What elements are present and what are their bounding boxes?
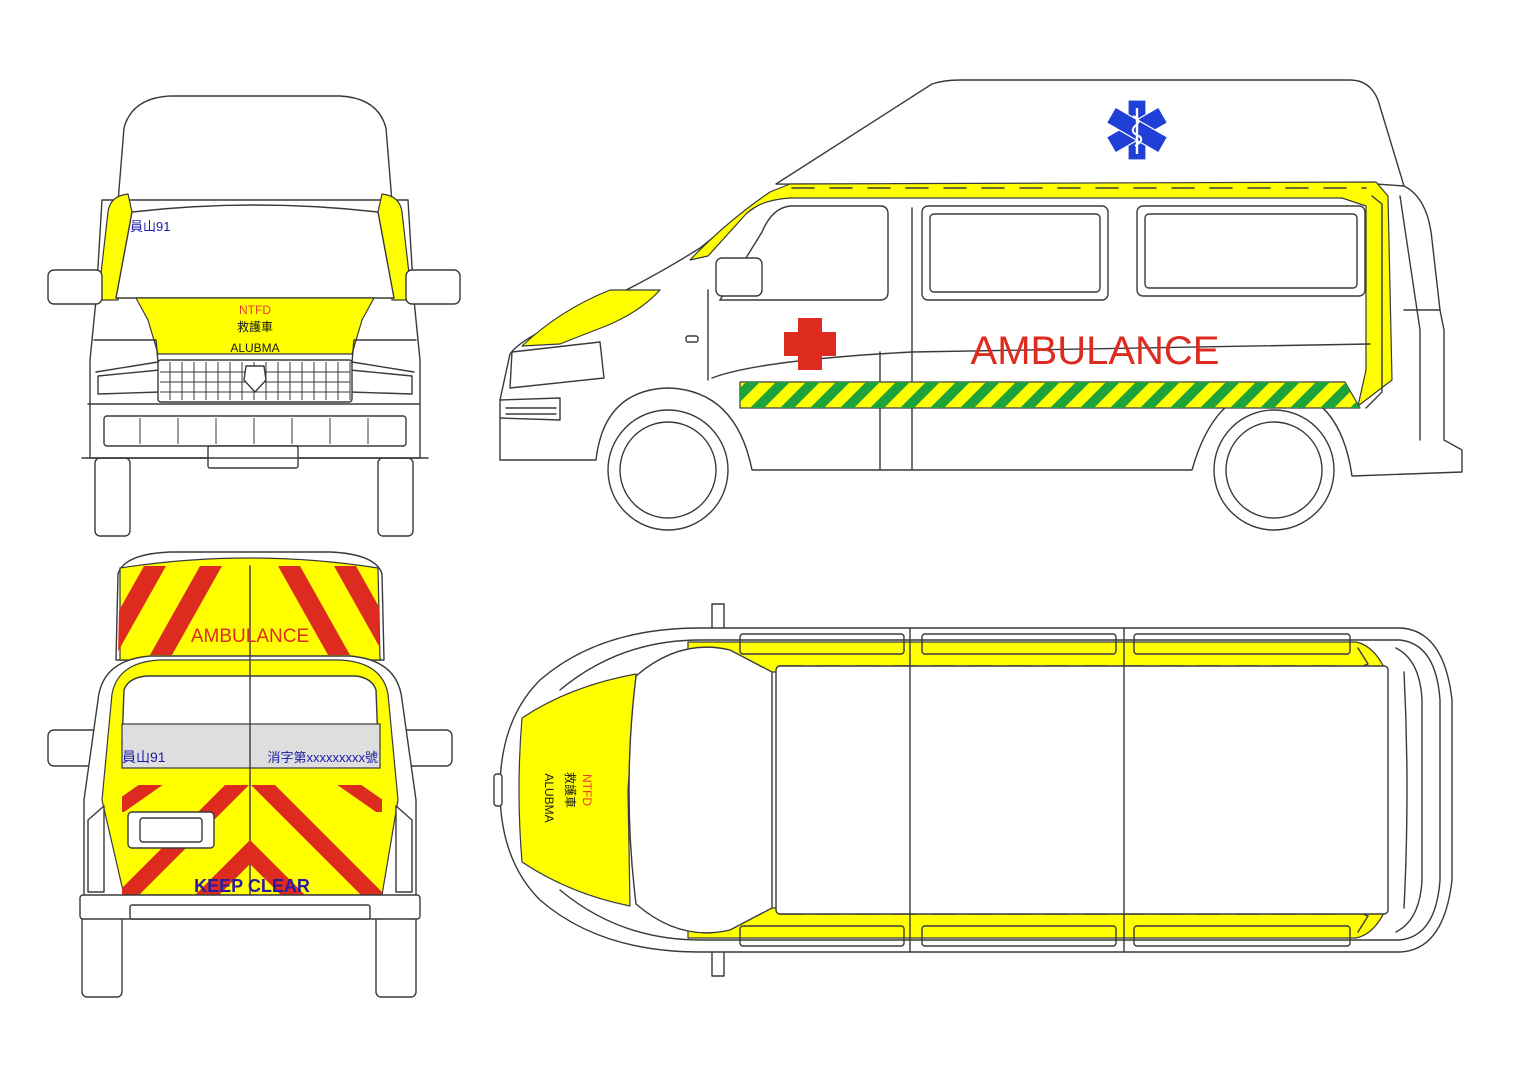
side-band-stripe [1230, 382, 1270, 408]
rear-roof-stripe [150, 566, 222, 655]
side-band-stripe [840, 382, 880, 408]
side-band-stripe [960, 382, 1000, 408]
side-band-stripe [990, 382, 1030, 408]
side-band-stripe [900, 382, 940, 408]
front-hood-label-cn: 救護車 [237, 319, 273, 334]
top-hood-label-mirror: ALUBMA [542, 773, 556, 822]
front-hood-org: NTFD [239, 303, 271, 317]
rear-roof-stripe [118, 566, 166, 655]
side-band-stripe [930, 382, 970, 408]
side-band-stripe [1170, 382, 1210, 408]
front-view: 員山91 NTFD 救護車 ALUBMA [47, 95, 461, 537]
side-band-stripe [1140, 382, 1180, 408]
rear-lower-stripe [316, 785, 382, 812]
side-band-stripe [810, 382, 850, 408]
rear-door-label: KEEP CLEAR [194, 876, 310, 896]
front-windshield-code: 員山91 [130, 219, 170, 234]
side-view: AMBULANCE [499, 79, 1463, 531]
side-band-stripe [870, 382, 910, 408]
side-band-stripe [780, 382, 820, 408]
red-cross-icon [784, 318, 836, 370]
rear-view: AMBULANCE 員山91 消字第xxxxxxxxx號 KEEP CLEAR [47, 551, 453, 998]
side-band-stripe [1110, 382, 1150, 408]
rear-roof-label: AMBULANCE [191, 626, 309, 647]
rear-lower-stripe [190, 840, 250, 897]
side-band-stripe [1260, 382, 1300, 408]
top-view: NTFD 救護車 ALUBMA [493, 603, 1453, 977]
rear-lower-stripe [250, 785, 382, 897]
rear-roof-stripe [334, 566, 380, 655]
rear-lower-stripe [122, 785, 184, 812]
star-of-life-icon [1105, 99, 1169, 161]
side-body-label: AMBULANCE [971, 329, 1220, 373]
side-band-stripe [750, 382, 790, 408]
top-hood-label-cn: 救護車 [563, 772, 578, 808]
top-hood-org: NTFD [580, 774, 594, 806]
side-band-stripe [1080, 382, 1120, 408]
side-band-stripe [740, 382, 760, 408]
side-band-stripe [1290, 382, 1330, 408]
side-band-stripe [1050, 382, 1090, 408]
side-band-stripe [1200, 382, 1240, 408]
rear-roof-stripe [278, 566, 350, 655]
front-hood-label-mirror: ALUBMA [230, 341, 279, 355]
rear-code-right: 消字第xxxxxxxxx號 [267, 750, 378, 765]
rear-lower-stripe [250, 840, 310, 897]
rear-code-left: 員山91 [122, 749, 166, 765]
side-band-stripe [1020, 382, 1060, 408]
